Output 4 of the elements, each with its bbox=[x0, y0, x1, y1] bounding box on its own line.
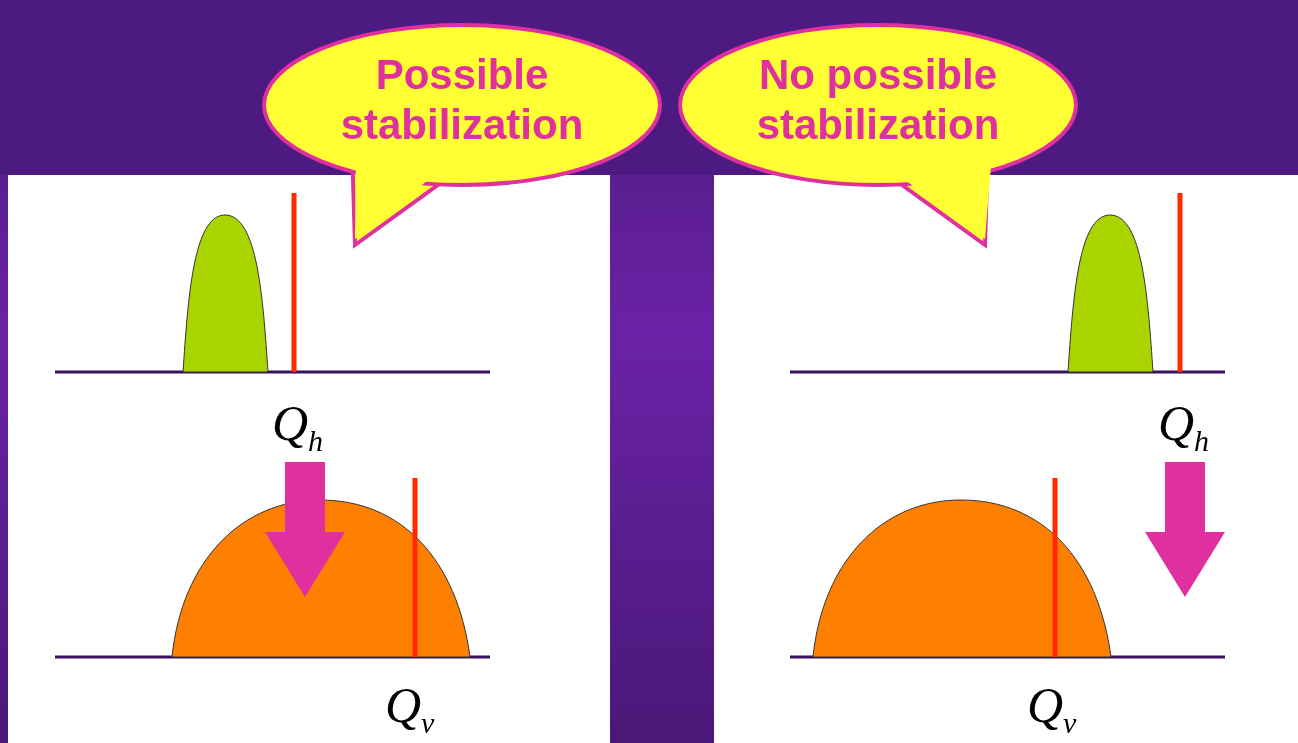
axis-symbol-label: Q$_{v}$ bbox=[1027, 680, 1077, 738]
axis-symbol-label: Q$_{h}$ bbox=[1158, 398, 1210, 456]
axis-symbol-label: Q$_{v}$ bbox=[385, 680, 435, 738]
axis-symbol-label: Q$_{h}$ bbox=[272, 398, 324, 456]
